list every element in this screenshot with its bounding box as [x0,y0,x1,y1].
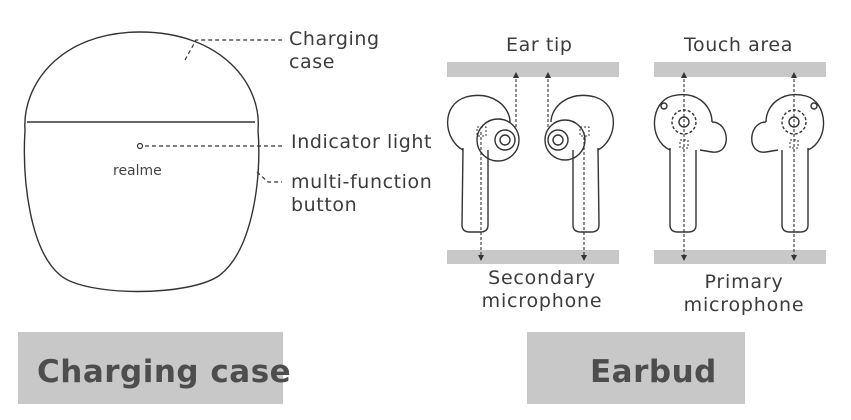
label-touch-area: Touch area [684,34,793,56]
case-leader-lines [145,39,282,183]
right-top-bar [654,62,826,77]
label-primary-microphone: Primary microphone [683,271,805,316]
charging-case-outline [23,31,260,293]
label-ear-tip: Ear tip [506,34,573,56]
earbud-right-touch-view [751,93,825,233]
indicator-light-dot [136,142,144,150]
right-bottom-bar [654,250,826,264]
earbud-right-eartip-view [544,94,615,233]
earbud-banner-text: Earbud [590,354,717,390]
realme-logo: realme [113,163,162,179]
earbud-leader-lines [480,74,795,258]
label-multi-function-button: multi-function button [291,171,433,216]
earbud-left-eartip-view [446,94,520,233]
left-top-bar [447,62,619,77]
charging-case-banner-text: Charging case [37,354,292,390]
earbud-left-touch-view [653,93,727,233]
earbud-arrowheads [478,72,797,261]
label-indicator-light: Indicator light [291,131,433,153]
earbud-banner [527,332,745,404]
label-secondary-microphone: Secondary microphone [481,267,603,312]
left-bottom-bar [447,250,619,264]
charging-case-banner [18,332,283,404]
label-charging-case: Charging case [289,28,380,73]
